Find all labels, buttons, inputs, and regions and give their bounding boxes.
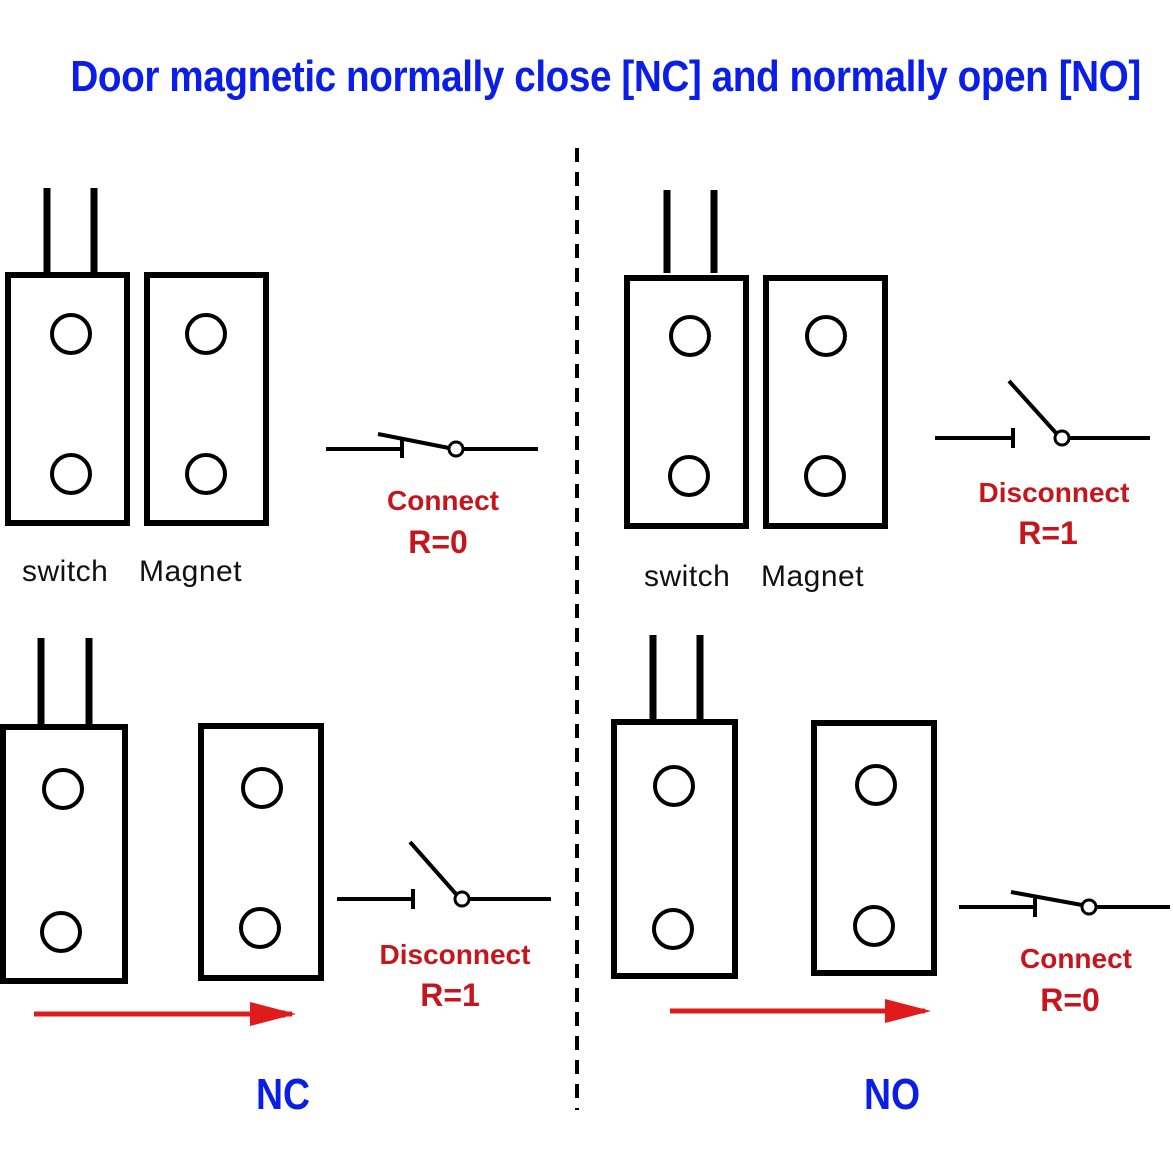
nc-closed-magnet-body xyxy=(144,272,269,526)
nc-apart-magnet-body xyxy=(198,723,324,981)
no-closed-switch-body xyxy=(624,190,749,529)
no-switch-label: switch xyxy=(644,560,731,593)
nc-arrow-head xyxy=(250,1002,296,1026)
no-apart-switch-body xyxy=(611,635,738,979)
no-closed-state: Disconnect xyxy=(978,477,1130,508)
nc-apart-contact-symbol xyxy=(337,840,551,909)
no-closed-resistance: R=1 xyxy=(1018,515,1078,551)
no-apart-resistance: R=0 xyxy=(1040,982,1100,1018)
nc-apart-state: Disconnect xyxy=(379,939,531,970)
nc-closed-switch-body xyxy=(5,188,130,526)
diagram-title: Door magnetic normally close [NC] and no… xyxy=(70,52,1141,101)
nc-apart-resistance: R=1 xyxy=(420,977,480,1013)
no-arrow-head xyxy=(885,999,931,1023)
no-mode-label: NO xyxy=(864,1070,921,1119)
nc-closed-resistance: R=0 xyxy=(408,524,468,560)
nc-mode-label: NC xyxy=(256,1070,311,1119)
nc-closed-state: Connect xyxy=(387,485,499,516)
nc-switch-label: switch xyxy=(22,555,109,588)
nc-magnet-label: Magnet xyxy=(139,555,243,588)
no-apart-contact-symbol xyxy=(959,890,1170,917)
no-apart-magnet-body xyxy=(811,720,937,976)
nc-apart-switch-body xyxy=(0,638,128,984)
no-magnet-label: Magnet xyxy=(761,560,865,593)
no-closed-magnet-body xyxy=(763,275,888,529)
nc-closed-contact-symbol xyxy=(326,432,538,458)
no-closed-contact-symbol xyxy=(935,379,1150,448)
no-apart-state: Connect xyxy=(1020,943,1132,974)
